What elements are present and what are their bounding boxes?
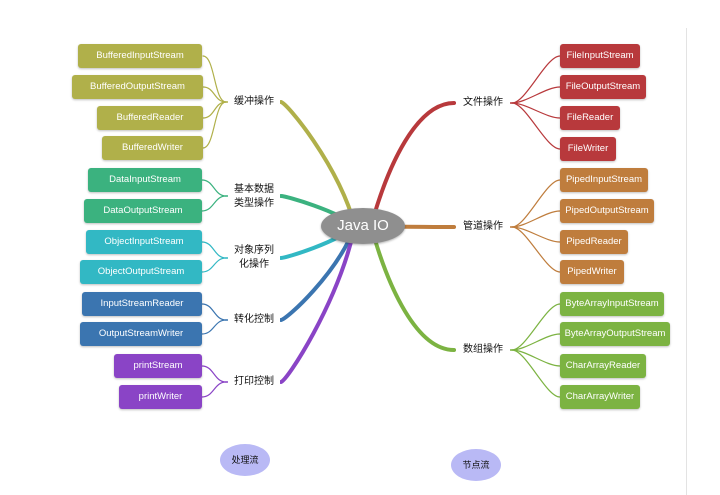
leaf-buffered-output-stream: BufferedOutputStream	[72, 75, 203, 99]
branch-left-4-0	[201, 365, 227, 383]
branch-right-0-0	[511, 55, 561, 104]
leaf-file-reader: FileReader	[560, 106, 620, 130]
branch-right-2-0	[511, 303, 561, 351]
leaf-byte-array-output-stream: ByteArrayOutputStream	[560, 322, 670, 346]
leaf-buffered-input-stream: BufferedInputStream	[78, 44, 202, 68]
leaf-char-array-reader: CharArrayReader	[560, 354, 646, 378]
branch-left-0-3	[202, 101, 227, 149]
branch-left-0-2	[202, 101, 227, 119]
trunk-right-0	[369, 101, 456, 228]
footer-processing-streams: 处理流	[220, 444, 270, 476]
branch-right-1-0	[511, 179, 561, 228]
category-buffered: 缓冲操作	[228, 95, 280, 109]
branch-right-2-3	[511, 349, 561, 398]
category-data-types-label: 基本数据 类型操作	[234, 184, 274, 209]
divider-line	[686, 28, 687, 495]
category-pipe: 管道操作	[456, 220, 510, 234]
leaf-char-array-writer: CharArrayWriter	[560, 385, 640, 409]
branch-right-2-1	[511, 333, 561, 351]
leaf-data-input-stream: DataInputStream	[88, 168, 202, 192]
leaf-print-writer: printWriter	[119, 385, 202, 409]
leaf-buffered-writer: BufferedWriter	[102, 136, 203, 160]
leaf-print-stream: printStream	[114, 354, 202, 378]
category-object-serialization: 对象序列 化操作	[228, 244, 280, 272]
branch-left-1-1	[201, 195, 227, 212]
category-print: 打印控制	[228, 375, 280, 389]
branch-right-0-3	[511, 102, 561, 150]
branch-left-1-0	[201, 179, 227, 197]
category-array: 数组操作	[456, 343, 510, 357]
branch-left-0-0	[202, 55, 227, 103]
footer-node-streams: 节点流	[451, 449, 501, 481]
leaf-buffered-reader: BufferedReader	[97, 106, 203, 130]
category-conversion: 转化控制	[228, 313, 280, 327]
branch-left-0-1	[202, 86, 227, 103]
branch-right-1-3	[511, 226, 561, 273]
leaf-piped-input-stream: PipedInputStream	[560, 168, 648, 192]
leaf-object-output-stream: ObjectOutputStream	[80, 260, 202, 284]
branch-right-0-1	[511, 86, 561, 104]
category-object-serialization-label: 对象序列 化操作	[234, 245, 274, 270]
center-node: Java IO	[321, 208, 405, 244]
branch-left-2-1	[201, 257, 227, 273]
branch-right-1-1	[511, 210, 561, 228]
leaf-file-output-stream: FileOutputStream	[560, 75, 646, 99]
leaf-output-stream-writer: OutputStreamWriter	[80, 322, 202, 346]
branch-right-2-2	[511, 349, 561, 367]
branch-right-0-2	[511, 102, 561, 119]
leaf-object-input-stream: ObjectInputStream	[86, 230, 202, 254]
leaf-piped-writer: PipedWriter	[560, 260, 624, 284]
branch-left-4-1	[201, 381, 227, 398]
trunk-right-2	[369, 224, 456, 352]
leaf-piped-reader: PipedReader	[560, 230, 628, 254]
leaf-input-stream-reader: InputStreamReader	[82, 292, 202, 316]
leaf-piped-output-stream: PipedOutputStream	[560, 199, 654, 223]
trunk-left-4	[279, 224, 357, 384]
leaf-file-input-stream: FileInputStream	[560, 44, 640, 68]
leaf-file-writer: FileWriter	[560, 137, 616, 161]
branch-left-3-0	[201, 303, 227, 321]
category-data-types: 基本数据 类型操作	[228, 183, 280, 211]
leaf-data-output-stream: DataOutputStream	[84, 199, 202, 223]
leaf-byte-array-input-stream: ByteArrayInputStream	[560, 292, 664, 316]
branch-left-2-0	[201, 241, 227, 259]
branch-right-1-2	[511, 226, 561, 243]
category-file: 文件操作	[456, 96, 510, 110]
branch-left-3-1	[201, 319, 227, 335]
trunk-left-0	[279, 100, 357, 228]
